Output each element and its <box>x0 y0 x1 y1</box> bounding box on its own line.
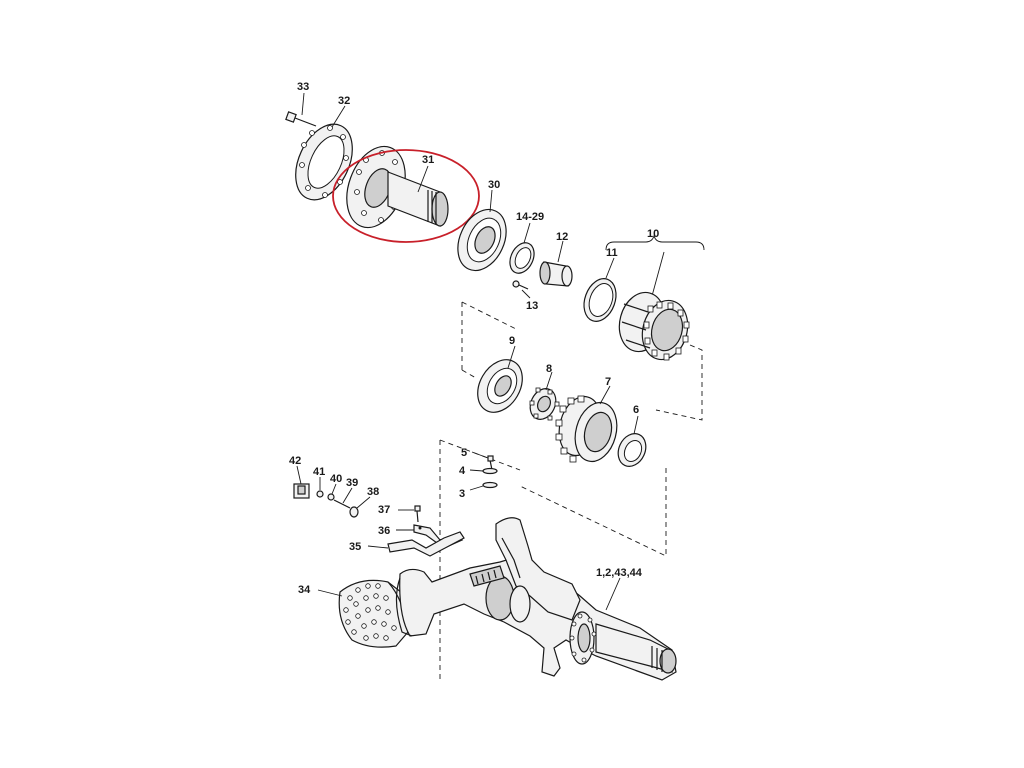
leader-7 <box>599 385 611 405</box>
callout-1-2-43-44[interactable]: 1,2,43,44 <box>596 567 643 579</box>
leader-3 <box>469 485 484 491</box>
callout-10[interactable]: 10 <box>647 228 659 240</box>
part-7-ring-gear[interactable] <box>553 392 623 466</box>
part-30-bearing[interactable] <box>449 202 516 279</box>
leader-9 <box>507 345 516 369</box>
callout-33[interactable]: 33 <box>297 81 309 93</box>
part-41-washer[interactable] <box>316 490 324 498</box>
leader-1-2-43-44 <box>605 577 621 611</box>
leader-33 <box>301 92 305 116</box>
callout-11[interactable]: 11 <box>606 247 618 259</box>
callout-40[interactable]: 40 <box>330 473 342 485</box>
leader-32 <box>331 105 346 128</box>
leader-38 <box>356 496 371 509</box>
part-38-clip[interactable] <box>349 506 359 518</box>
callout-38[interactable]: 38 <box>367 486 379 498</box>
part-10-hub[interactable] <box>613 287 694 364</box>
part-34-brake-ring[interactable] <box>338 579 415 648</box>
callout-42[interactable]: 42 <box>289 455 301 467</box>
leader-39 <box>342 487 353 504</box>
part-12-nut[interactable] <box>539 261 573 287</box>
leader-12 <box>557 240 564 263</box>
part-1-2-43-44-axle-housing[interactable] <box>395 517 677 681</box>
callout-8[interactable]: 8 <box>546 363 552 375</box>
part-37-screw[interactable] <box>414 505 421 523</box>
bracket-10 <box>605 234 705 251</box>
callout-6[interactable]: 6 <box>633 404 639 416</box>
leader-42 <box>296 465 302 485</box>
part-6-seal[interactable] <box>613 429 651 471</box>
part-40-washer[interactable] <box>327 493 335 501</box>
callout-36[interactable]: 36 <box>378 525 390 537</box>
callout-12[interactable]: 12 <box>556 231 568 243</box>
part-31-spindle[interactable] <box>336 138 449 235</box>
leader-5 <box>471 451 489 459</box>
part-39-pin[interactable] <box>333 499 351 509</box>
callout-35[interactable]: 35 <box>349 541 361 553</box>
callout-30[interactable]: 30 <box>488 179 500 191</box>
callout-5[interactable]: 5 <box>461 447 467 459</box>
leader-11 <box>605 257 615 279</box>
callout-41[interactable]: 41 <box>313 466 325 478</box>
assembly-guide-lines <box>439 301 703 680</box>
part-14-29-shim[interactable] <box>505 239 538 277</box>
part-4-washer[interactable] <box>482 467 498 475</box>
callout-7[interactable]: 7 <box>605 376 611 388</box>
part-35-plate[interactable] <box>387 531 465 557</box>
part-13-pin[interactable] <box>512 280 529 290</box>
callout-37[interactable]: 37 <box>378 504 390 516</box>
callout-14-29[interactable]: 14-29 <box>516 211 544 223</box>
leader-34 <box>317 589 343 597</box>
leader-40 <box>331 483 337 495</box>
part-5-screw[interactable] <box>487 455 494 471</box>
part-11-ring[interactable] <box>578 274 621 326</box>
callout-39[interactable]: 39 <box>346 477 358 489</box>
leader-14-29 <box>523 222 531 244</box>
part-33-bolt[interactable] <box>285 111 317 127</box>
callout-31[interactable]: 31 <box>422 154 434 166</box>
callout-32[interactable]: 32 <box>338 95 350 107</box>
leader-31 <box>417 165 429 193</box>
callout-9[interactable]: 9 <box>509 335 515 347</box>
leader-10 <box>651 251 665 297</box>
leader-13 <box>521 289 531 299</box>
highlight-circle-31 <box>332 149 480 243</box>
callout-3[interactable]: 3 <box>459 488 465 500</box>
part-42-bracket[interactable] <box>293 483 310 499</box>
part-8-gear[interactable] <box>525 384 560 423</box>
leader-30 <box>489 189 493 213</box>
part-3-washer[interactable] <box>482 481 498 489</box>
part-9-bearing[interactable] <box>469 352 532 420</box>
leader-8 <box>545 371 553 391</box>
callout-34[interactable]: 34 <box>298 584 311 596</box>
callout-4[interactable]: 4 <box>459 465 466 477</box>
leader-6 <box>633 415 639 435</box>
leader-4 <box>469 469 484 472</box>
callout-13[interactable]: 13 <box>526 300 538 312</box>
part-32-gasket[interactable] <box>284 115 363 209</box>
leader-35 <box>367 545 389 549</box>
